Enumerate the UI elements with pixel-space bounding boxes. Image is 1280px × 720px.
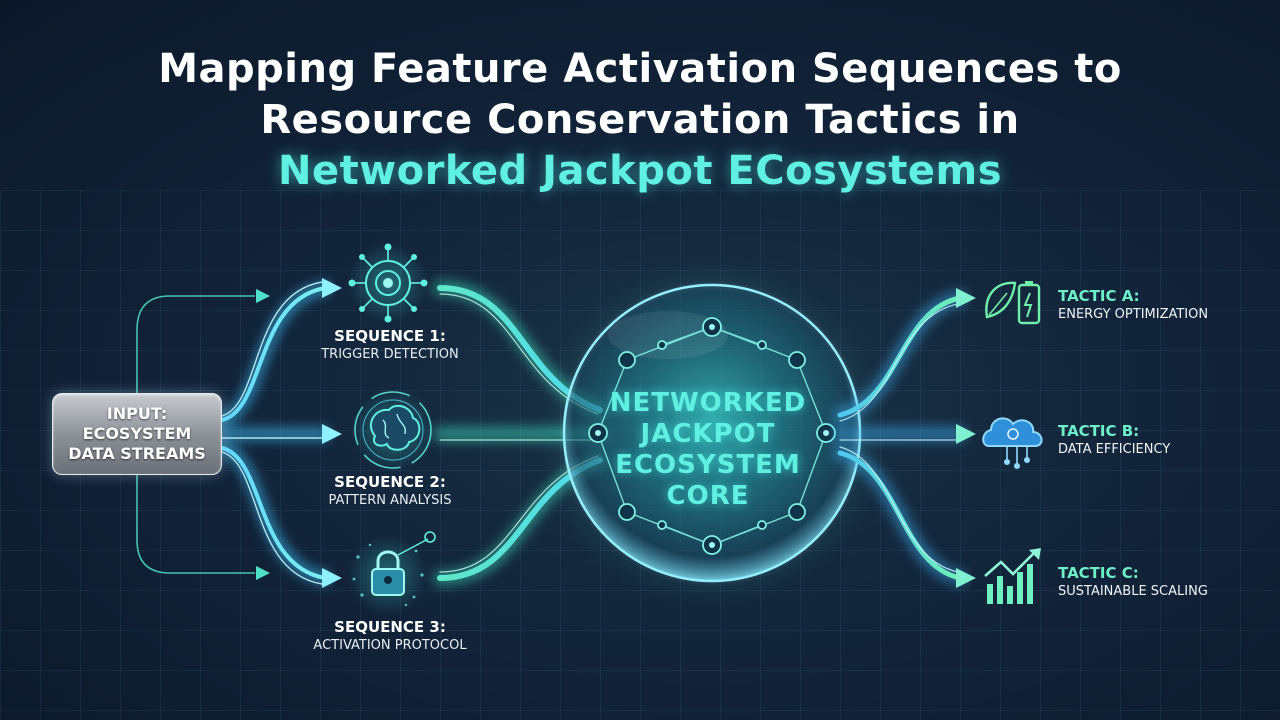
core-network-nodes [588,317,836,555]
input-flow-arrowheads [322,278,342,588]
core-line-2: JACKPOT [640,419,776,449]
padlock-icon [348,531,436,615]
core-line-1: NETWORKED [609,388,807,418]
tactic-b-subtitle: DATA EFFICIENCY [1058,442,1171,457]
tactic-c-title: TACTIC C: [1058,564,1139,582]
core-node-centers [595,324,829,548]
core-label: NETWORKED JACKPOT ECOSYSTEM CORE [588,388,828,512]
sequence-1-subtitle: TRIGGER DETECTION [321,347,459,362]
tactic-arrowheads [956,288,976,588]
sequence-2-subtitle: PATTERN ANALYSIS [328,493,452,508]
sequence-2-title: SEQUENCE 2: [334,473,446,491]
tactic-a-label: TACTIC A: ENERGY OPTIMIZATION [1058,286,1268,324]
title-line-1: Mapping Feature Activation Sequences to [158,46,1122,92]
sequence-1-label: SEQUENCE 1: TRIGGER DETECTION [290,326,490,364]
tactic-b-title: TACTIC B: [1058,422,1140,440]
core-line-4: CORE [666,481,750,511]
page-title: Mapping Feature Activation Sequences to … [0,44,1280,197]
sequence-3-label: SEQUENCE 3: ACTIVATION PROTOCOL [290,617,490,655]
sequence-3-title: SEQUENCE 3: [334,618,446,636]
tactic-c-subtitle: SUSTAINABLE SCALING [1058,584,1208,599]
input-bracket-arrows [256,289,270,580]
sequence-2-label: SEQUENCE 2: PATTERN ANALYSIS [290,472,490,510]
sequence-3-subtitle: ACTIVATION PROTOCOL [313,638,467,653]
title-line-3: Networked Jackpot ECosystems [277,148,1003,194]
title-line-2: Resource Conservation Tactics in [260,97,1020,143]
input-line-2: ECOSYSTEM [82,424,192,443]
input-line-3: DATA STREAMS [68,444,206,463]
tactic-c-label: TACTIC C: SUSTAINABLE SCALING [1058,563,1268,601]
tactic-b-label: TACTIC B: DATA EFFICIENCY [1058,421,1268,459]
tactic-a-subtitle: ENERGY OPTIMIZATION [1058,307,1209,322]
sequence-1-title: SEQUENCE 1: [334,327,446,345]
core-line-3: ECOSYSTEM [615,450,801,480]
input-bracket-lines [136,295,255,574]
network-hub-icon [348,243,428,323]
core-to-tactic-flows [833,291,967,585]
tactic-a-title: TACTIC A: [1058,287,1140,305]
input-data-streams-box: INPUT: ECOSYSTEM DATA STREAMS [52,393,222,475]
cloud-network-icon [982,417,1043,469]
leaf-battery-icon [985,281,1041,325]
input-flows [216,281,331,585]
input-line-1: INPUT: [106,404,168,423]
brain-icon [351,388,435,472]
growth-chart-icon [984,548,1041,604]
